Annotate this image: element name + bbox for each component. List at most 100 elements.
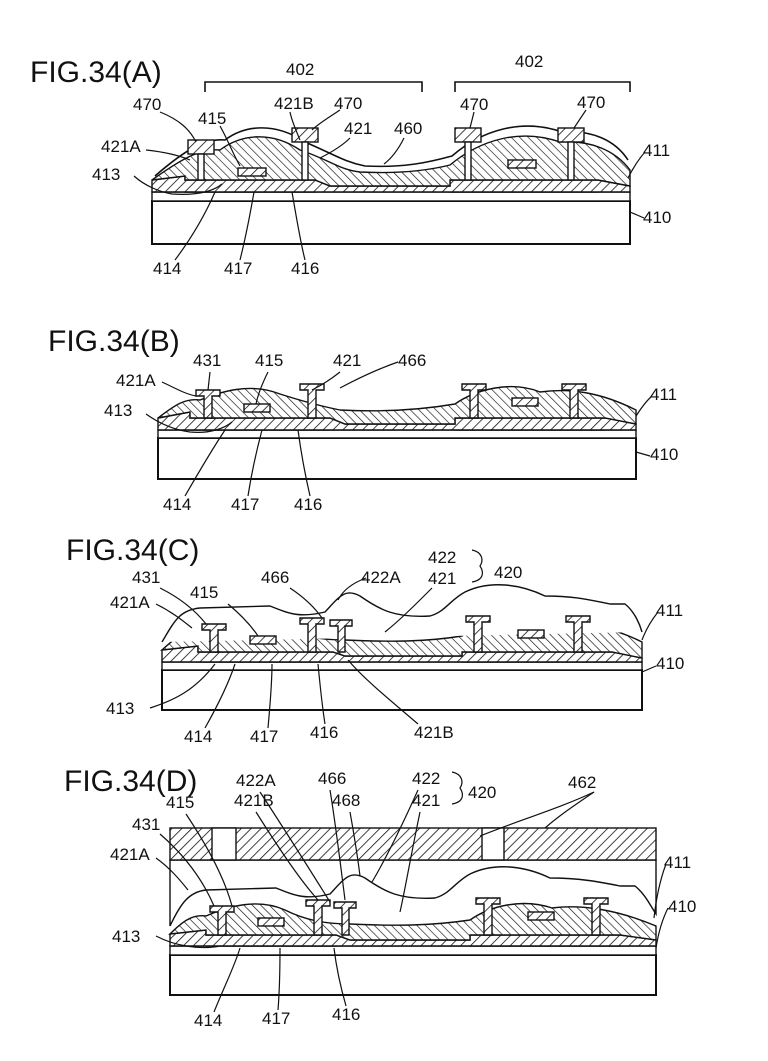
- substrate-410-a: [151, 200, 631, 245]
- label-414-c: 414: [184, 727, 212, 746]
- gate-415-c: [249, 635, 277, 645]
- label-402-right: 402: [515, 52, 543, 71]
- label-470-a3: 470: [460, 95, 488, 114]
- label-416-d: 416: [332, 1005, 360, 1024]
- label-422A-c: 422A: [361, 568, 401, 587]
- leader-466-c: [289, 587, 323, 619]
- leader-414-d: [213, 947, 241, 1013]
- leader-414-c: [204, 663, 236, 729]
- label-415-a: 415: [198, 109, 226, 128]
- contact-431-c1: [201, 623, 227, 653]
- label-470-a1: 470: [133, 95, 161, 114]
- leader-416-c: [317, 663, 326, 725]
- leader-462-d-2: [479, 791, 595, 837]
- leader-411-c: [641, 611, 659, 641]
- figure-b-title: FIG.34(B): [48, 325, 180, 358]
- label-421B-d: 421B: [234, 791, 274, 810]
- label-431-b: 431: [193, 351, 221, 370]
- leader-415-a: [219, 125, 241, 167]
- contact-431-c3: [465, 615, 491, 653]
- leader-431-d: [159, 833, 215, 907]
- contact-431-c2: [299, 617, 325, 653]
- layer-411-b: [157, 429, 637, 439]
- contact-431-d3: [475, 897, 501, 936]
- label-410-d: 410: [668, 897, 696, 916]
- contact-431-b1: [195, 389, 221, 419]
- contact-431-c4: [565, 615, 591, 653]
- label-415-c: 415: [190, 583, 218, 602]
- leader-416-a: [291, 191, 306, 261]
- leader-431-c: [159, 587, 207, 625]
- label-431-c: 431: [132, 568, 160, 587]
- label-460-a: 460: [394, 119, 422, 138]
- leader-421B-d: [255, 811, 319, 901]
- bracket-402-right: [454, 81, 631, 92]
- brace-420-c: [471, 549, 483, 583]
- substrate-410-b: [157, 437, 637, 480]
- via-a-3: [464, 141, 472, 181]
- leader-413-a: [133, 175, 223, 195]
- gate-415-d: [257, 917, 285, 927]
- label-411-a: 411: [643, 141, 670, 160]
- leader-421-d: [399, 811, 421, 913]
- leader-417-c: [267, 663, 273, 729]
- leader-422A-c: [337, 577, 367, 601]
- label-421B-a: 421B: [274, 94, 314, 113]
- leader-414-a: [174, 191, 216, 261]
- film-422-c: [161, 584, 643, 643]
- label-413-a: 413: [92, 165, 120, 184]
- leader-413-c: [149, 663, 216, 709]
- leader-431-b: [207, 371, 211, 391]
- interlayer-466-b: [157, 385, 637, 425]
- layer-411-d: [169, 945, 657, 956]
- label-422-c: 422: [428, 548, 456, 567]
- contact-431-b3: [461, 383, 487, 419]
- label-410-a: 410: [643, 208, 671, 227]
- label-410-c: 410: [656, 654, 684, 673]
- label-415-b: 415: [255, 351, 283, 370]
- label-417-b: 417: [231, 495, 259, 514]
- label-416-b: 416: [294, 495, 322, 514]
- figure-a: FIG.34(A) 402 402 470 415 4: [30, 52, 671, 278]
- figure-d: FIG.34(D) 422A 466 422 420 462 415 421B …: [64, 765, 696, 1030]
- figure-c: FIG.34(C) 422 431 415 466 422A 421 420 4…: [66, 534, 684, 746]
- leader-470-a4: [573, 109, 587, 129]
- label-417-c: 417: [250, 727, 278, 746]
- opening-d-1: [211, 827, 237, 861]
- leader-417-d: [277, 947, 281, 1011]
- leader-416-d: [333, 947, 347, 1007]
- layer-411-a: [151, 191, 631, 202]
- label-421-a: 421: [344, 119, 372, 138]
- label-420-d: 420: [468, 783, 496, 802]
- substrate-410-c: [161, 669, 643, 711]
- leader-421B-a: [289, 111, 301, 141]
- label-466-b: 466: [398, 351, 426, 370]
- label-431-d: 431: [132, 815, 160, 834]
- leader-413-b: [145, 413, 233, 433]
- label-416-a: 416: [291, 259, 319, 278]
- leader-460-a: [383, 137, 405, 165]
- label-421A-b: 421A: [116, 371, 156, 390]
- label-422-d: 422: [412, 769, 440, 788]
- label-466-d: 466: [318, 769, 346, 788]
- overcoat-468-d: [169, 859, 657, 927]
- leader-413-d: [155, 935, 221, 949]
- label-422A-d: 422A: [236, 771, 276, 790]
- label-414-b: 414: [163, 495, 191, 514]
- leader-410-c: [641, 665, 657, 673]
- leader-466-b: [339, 361, 399, 389]
- contact-431-b2: [299, 383, 325, 419]
- pad-470-3: [454, 127, 482, 143]
- via-a-4: [567, 141, 575, 181]
- contact-431-d4: [583, 897, 609, 936]
- leader-421A-b: [161, 381, 197, 397]
- label-468-d: 468: [332, 791, 360, 810]
- leader-422-d: [371, 789, 419, 883]
- gate-415-b: [243, 403, 271, 413]
- label-413-c: 413: [106, 699, 134, 718]
- leader-470-a3: [469, 111, 475, 129]
- opening-d-2: [481, 827, 505, 861]
- leader-468-d: [349, 811, 361, 877]
- label-414-d: 414: [194, 1011, 222, 1030]
